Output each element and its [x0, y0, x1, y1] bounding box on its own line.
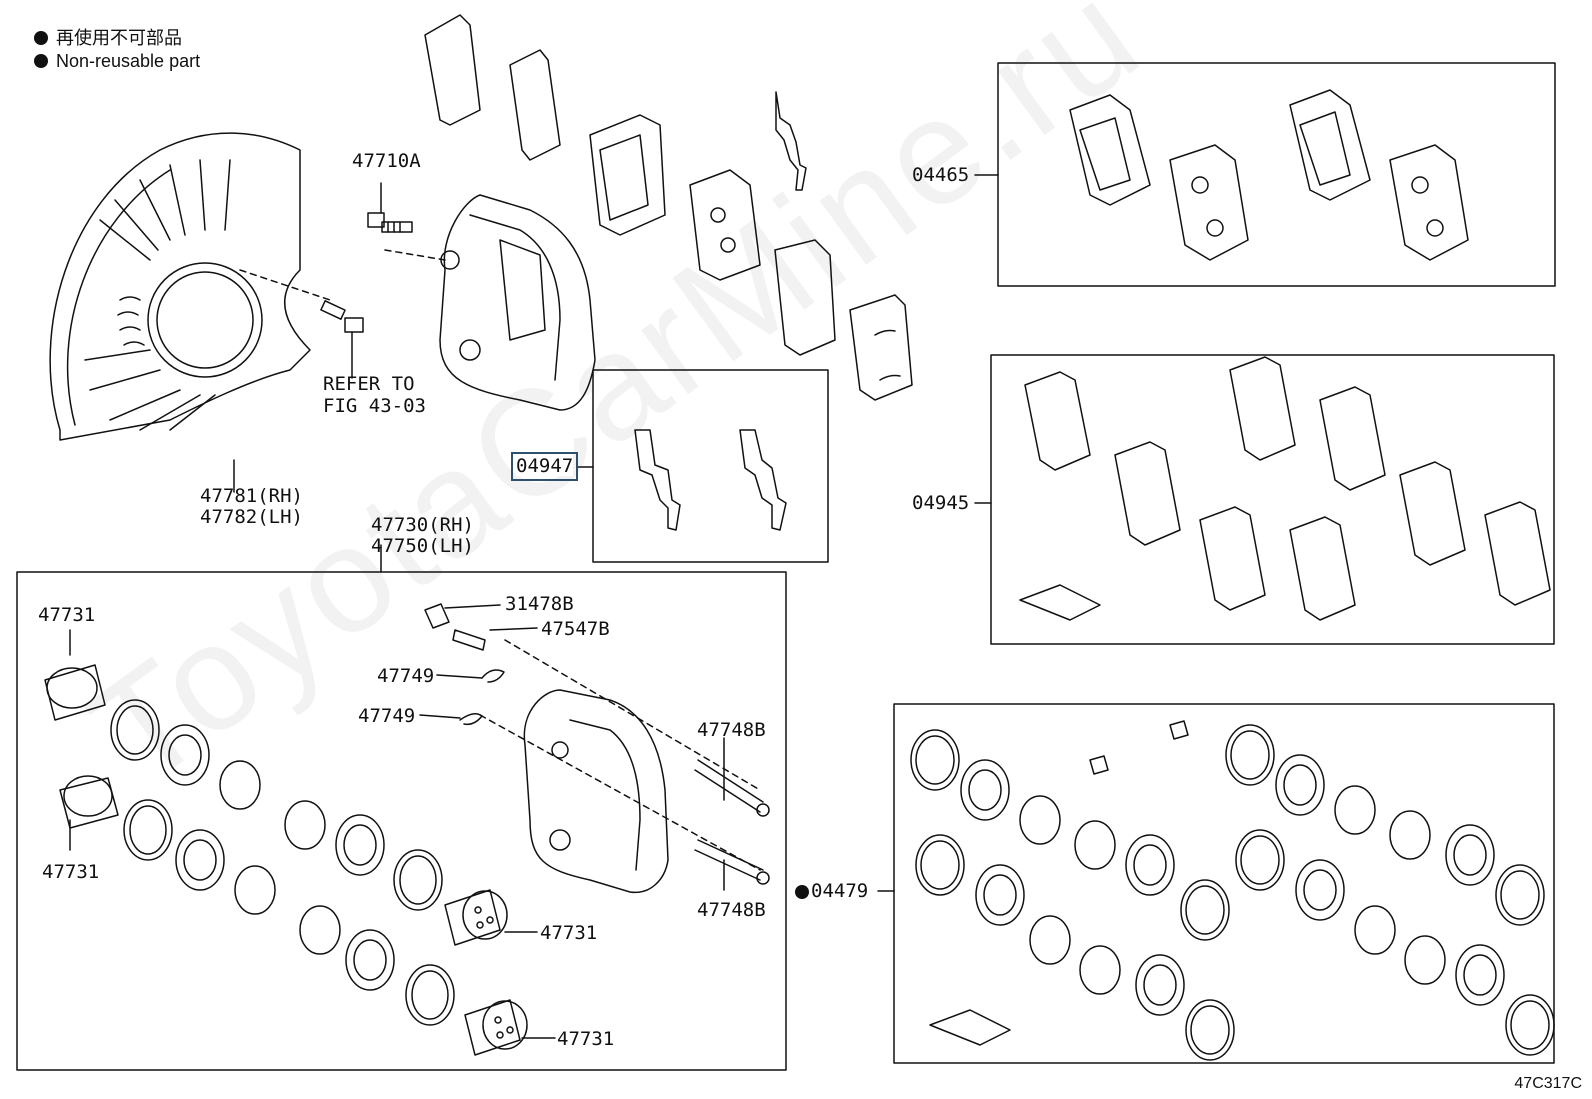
- legend-text-en: Non-reusable part: [56, 51, 201, 71]
- callout-47749-a[interactable]: 47749: [377, 665, 435, 687]
- callout-04479[interactable]: 04479: [795, 882, 868, 901]
- callout-04947-highlighted[interactable]: 04947: [510, 452, 579, 481]
- disc-dust-shield: [49, 132, 331, 493]
- legend-row-jp: 再使用不可部品: [34, 29, 182, 47]
- callout-04479-label: 04479: [811, 880, 869, 902]
- brake-pad-loose: [424, 14, 913, 401]
- callout-47730[interactable]: 47730(RH): [371, 514, 474, 536]
- kit-04465-pads: [1069, 89, 1469, 261]
- bolt-47710A: [367, 182, 413, 233]
- kit-frame-04465: [997, 62, 1556, 287]
- callout-47748B-a[interactable]: 47748B: [697, 719, 766, 741]
- pad-clip-upper: [775, 91, 807, 191]
- callout-47731-b[interactable]: 47731: [42, 861, 100, 883]
- kit-frame-04947: [592, 369, 829, 563]
- callout-04945[interactable]: 04945: [912, 492, 970, 514]
- callout-47748B-b[interactable]: 47748B: [697, 899, 766, 921]
- callout-47782[interactable]: 47782(LH): [200, 506, 303, 528]
- callout-47547B[interactable]: 47547B: [541, 618, 610, 640]
- callout-47781[interactable]: 47781(RH): [200, 485, 303, 507]
- callout-47731-c[interactable]: 47731: [540, 922, 598, 944]
- legend-row-en: Non-reusable part: [34, 52, 200, 70]
- pad-support-plates: [634, 429, 787, 531]
- kit-04479-seals: [910, 720, 1555, 1061]
- callout-47749-b[interactable]: 47749: [358, 705, 416, 727]
- callout-47710A[interactable]: 47710A: [352, 150, 421, 172]
- figure-code: 47C317C: [1514, 1075, 1582, 1092]
- kit-frame-04479: [893, 703, 1555, 1064]
- non-reusable-dot-icon: [795, 884, 809, 899]
- caliper-lower: [424, 603, 770, 894]
- kit-frame-04945: [990, 354, 1555, 645]
- callout-04465[interactable]: 04465: [912, 164, 970, 186]
- callout-refer-to[interactable]: REFER TO: [323, 373, 415, 395]
- pistons-and-seals: [44, 664, 528, 1056]
- callout-31478B[interactable]: 31478B: [505, 593, 574, 615]
- callout-47731-d[interactable]: 47731: [557, 1028, 615, 1050]
- callout-47750[interactable]: 47750(LH): [371, 535, 474, 557]
- callout-refer-fig[interactable]: FIG 43-03: [323, 395, 426, 417]
- callout-47731-a[interactable]: 47731: [38, 604, 96, 626]
- non-reusable-dot-icon: [34, 54, 48, 68]
- leader-lines: [69, 174, 999, 1039]
- bolt-refer-fig: [320, 300, 364, 379]
- non-reusable-dot-icon: [34, 31, 48, 45]
- kit-04945-pads: [1019, 356, 1551, 621]
- caliper-assy-frame: [16, 571, 787, 1071]
- legend-text-jp: 再使用不可部品: [56, 28, 182, 48]
- caliper-upper: [384, 194, 596, 411]
